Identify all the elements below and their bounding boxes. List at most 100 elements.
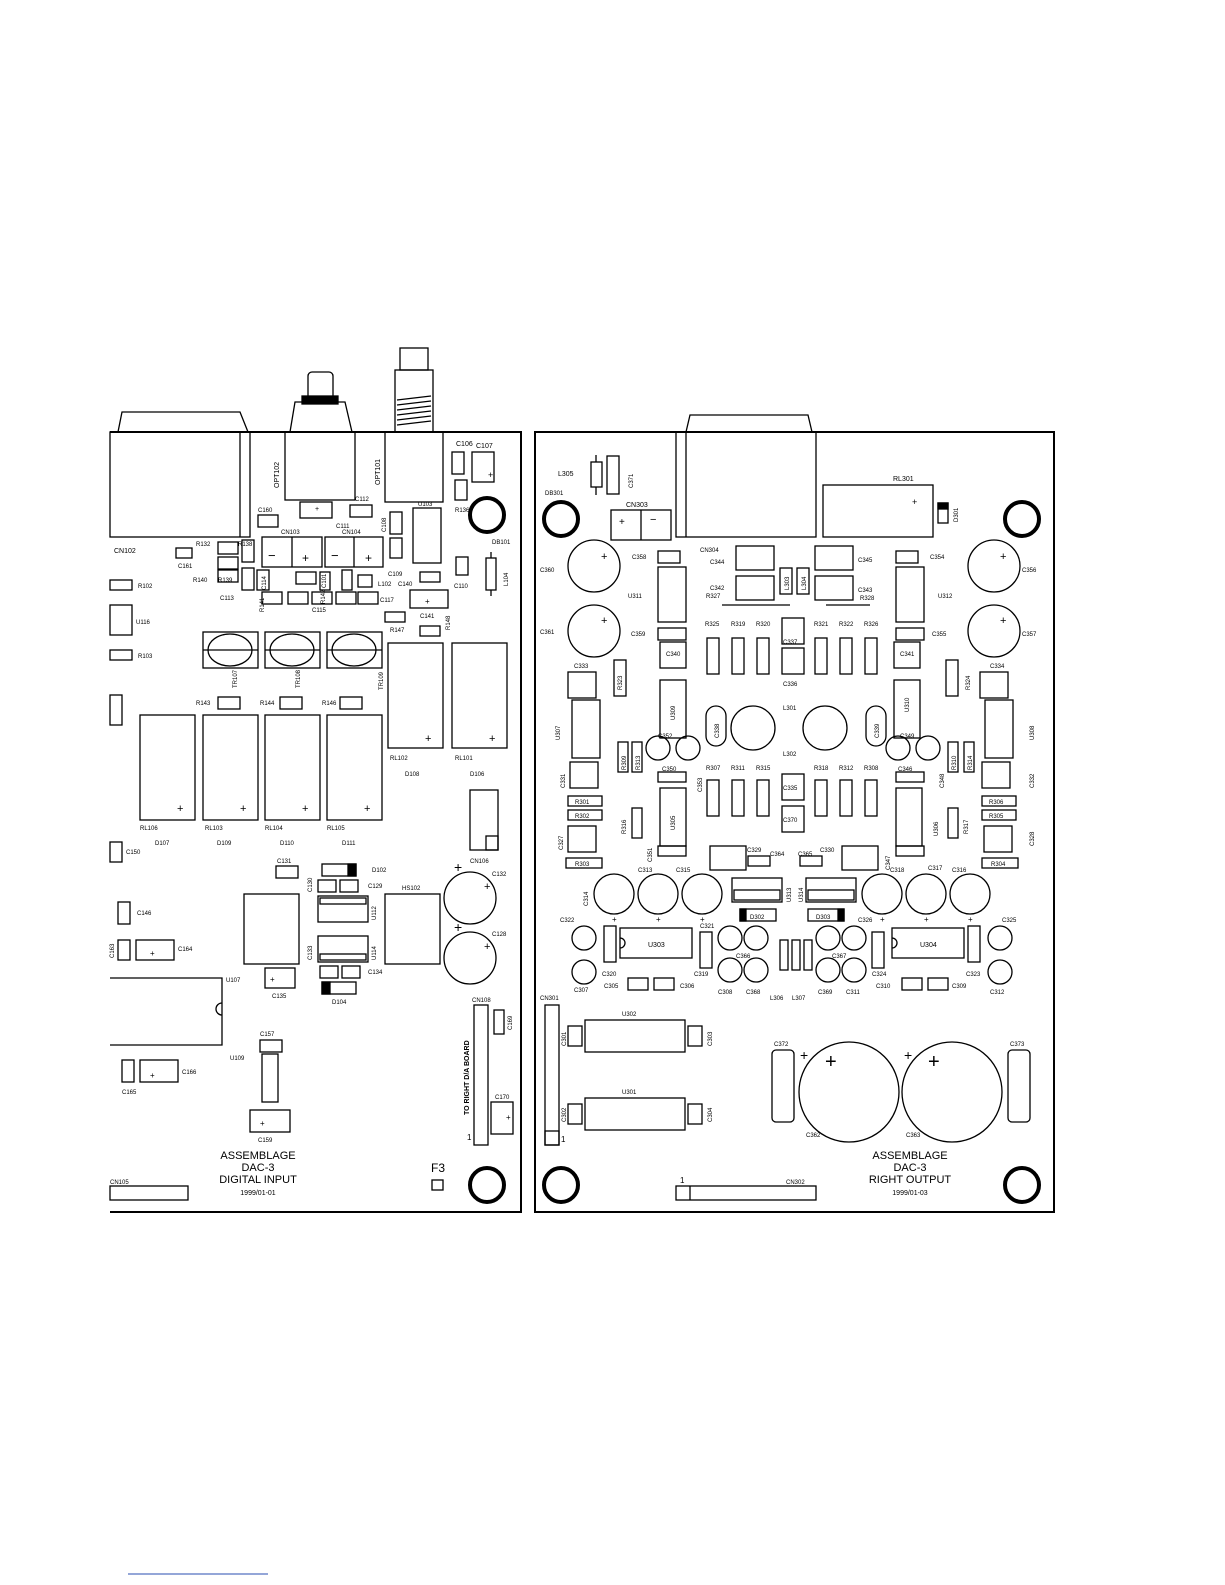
label-c342: C342	[710, 586, 725, 592]
label-r322: R322	[839, 622, 854, 628]
left-board-title-line-1: ASSEMBLAGE	[220, 1150, 295, 1162]
label-db101: DB101	[492, 540, 511, 546]
cap-c132	[443, 871, 497, 925]
label-r147: R147	[390, 628, 405, 634]
label-c163: C163	[110, 943, 116, 958]
label-r307: R307	[706, 766, 721, 772]
inductor-l301	[730, 705, 776, 751]
svg-text:+: +	[928, 1051, 940, 1073]
label-r320: R320	[756, 622, 771, 628]
label-hs102: HS102	[402, 886, 421, 892]
label-r142: R142	[321, 589, 327, 604]
label-c309: C309	[952, 984, 967, 990]
label-u302: U302	[622, 1012, 637, 1018]
label-c109: C109	[388, 572, 403, 578]
label-cn304: CN304	[700, 548, 719, 554]
svg-text:+: +	[454, 859, 462, 875]
svg-text:+: +	[150, 949, 155, 958]
svg-text:+: +	[912, 497, 917, 507]
label-c365: C365	[798, 852, 813, 858]
label-c301: C301	[562, 1031, 568, 1046]
label-u303: U303	[648, 942, 665, 949]
label-c354: C354	[930, 555, 945, 561]
label-c170: C170	[495, 1095, 510, 1101]
label-r144: R144	[260, 701, 275, 707]
right-board-title-line-3: RIGHT OUTPUT	[869, 1174, 952, 1186]
svg-text:+: +	[315, 506, 319, 513]
label-u109: U109	[230, 1056, 245, 1062]
label-c333: C333	[574, 664, 589, 670]
label-d104: D104	[332, 1000, 347, 1006]
svg-text:+: +	[904, 1047, 912, 1063]
label-r138: R138	[238, 542, 253, 548]
left-board-title-line-3: DIGITAL INPUT	[219, 1174, 297, 1186]
mount-hole-db101	[468, 496, 506, 534]
label-d106: D106	[470, 772, 485, 778]
label-r313: R313	[636, 755, 642, 770]
label-u314: U314	[799, 887, 805, 902]
label-d302: D302	[750, 915, 765, 921]
label-tr108: TR108	[296, 669, 302, 688]
label-c329: C329	[747, 848, 762, 854]
label-c328: C328	[1030, 831, 1036, 846]
label-c306: C306	[680, 984, 695, 990]
label-r140: R140	[193, 578, 208, 584]
label-r304: R304	[991, 862, 1006, 868]
left-board-date: 1999/01-01	[240, 1190, 276, 1197]
label-rl103: RL103	[205, 826, 223, 832]
label-c356: C356	[1022, 568, 1037, 574]
label-r323: R323	[618, 675, 624, 690]
label-r324: R324	[966, 675, 972, 690]
label-c362: C362	[806, 1133, 821, 1139]
label-cn301: CN301	[540, 996, 559, 1002]
label-c115: C115	[312, 608, 327, 614]
svg-text:−: −	[331, 548, 339, 563]
label-cn108: CN108	[472, 998, 491, 1004]
label-r302: R302	[575, 814, 590, 820]
label-c352: C352	[658, 734, 673, 740]
cap-c357	[967, 604, 1021, 658]
label-c110: C110	[454, 584, 469, 590]
label-r318: R318	[814, 766, 829, 772]
label-u305: U305	[671, 815, 677, 830]
label-u306: U306	[934, 821, 940, 836]
label-c312: C312	[990, 990, 1005, 996]
label-c106: C106	[456, 441, 473, 448]
label-c304: C304	[708, 1107, 714, 1122]
tr108	[264, 631, 321, 669]
svg-text:+: +	[484, 941, 490, 953]
label-d301: D301	[954, 507, 960, 522]
label-c332: C332	[1030, 773, 1036, 788]
label-c355: C355	[932, 632, 947, 638]
label-c330: C330	[820, 848, 835, 854]
mount-hole-right-top	[1003, 500, 1041, 538]
right-board-pin1-label: 1	[561, 1135, 566, 1144]
label-r321: R321	[814, 622, 829, 628]
label-c339: C339	[875, 723, 881, 738]
tr109	[326, 631, 383, 669]
label-u112: U112	[372, 905, 378, 920]
label-tr107: TR107	[233, 669, 239, 688]
label-c368: C368	[746, 990, 761, 996]
label-c160: C160	[258, 508, 273, 514]
label-c161: C161	[178, 564, 193, 570]
label-c373: C373	[1010, 1042, 1025, 1048]
label-c310: C310	[876, 984, 891, 990]
label-rl301: RL301	[893, 476, 914, 483]
label-c166: C166	[182, 1070, 197, 1076]
label-u103: U103	[418, 502, 433, 508]
label-r315: R315	[756, 766, 771, 772]
svg-text:+: +	[619, 517, 625, 528]
svg-text:+: +	[488, 470, 493, 480]
label-c307: C307	[574, 988, 589, 994]
label-r103: R103	[138, 654, 153, 660]
label-r139: R139	[218, 578, 233, 584]
label-c311: C311	[846, 990, 861, 996]
left-board-title-line-2: DAC-3	[241, 1162, 274, 1174]
label-cn104: CN104	[342, 530, 361, 536]
label-r325: R325	[705, 622, 720, 628]
label-c157: C157	[260, 1032, 275, 1038]
label-cn302: CN302	[786, 1180, 805, 1186]
label-c347: C347	[886, 855, 892, 870]
label-c350: C350	[662, 767, 677, 773]
